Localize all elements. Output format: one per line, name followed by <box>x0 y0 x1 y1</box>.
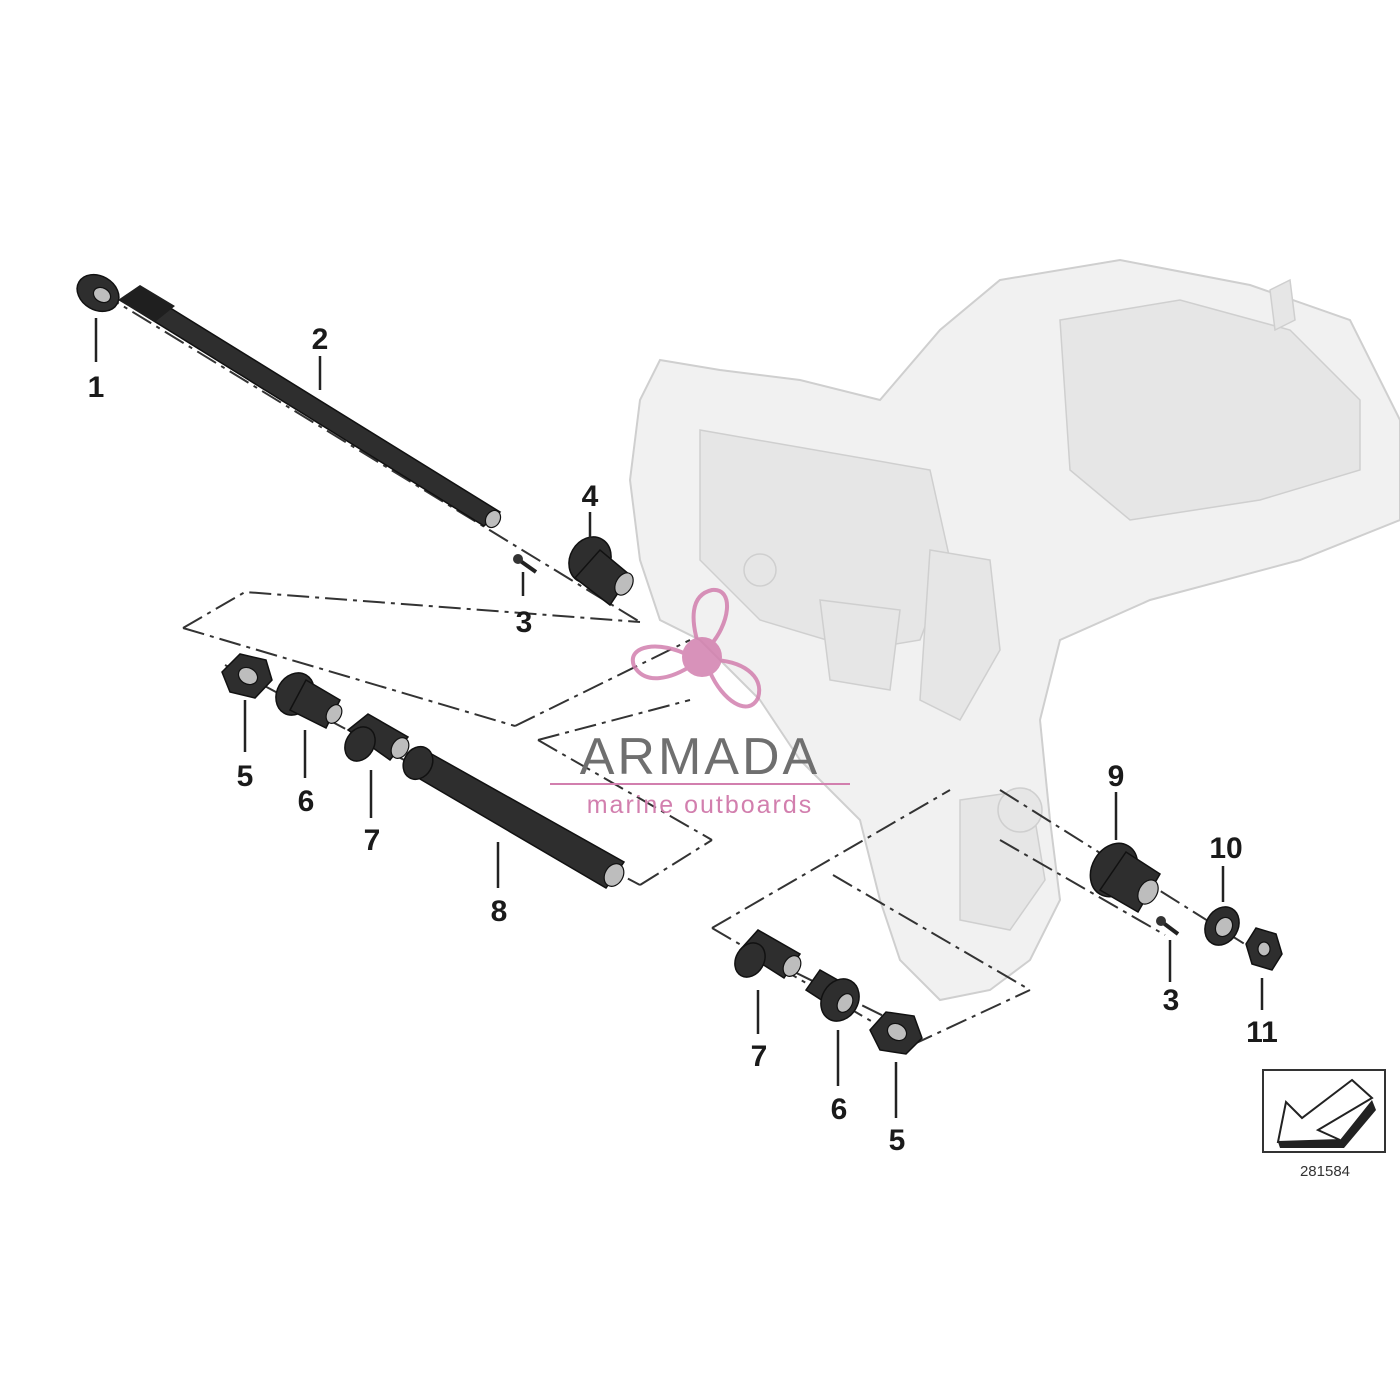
part-10-washer[interactable] <box>1198 901 1246 952</box>
part-4-flanged-bushing[interactable] <box>561 529 637 607</box>
part-6-flanged-sleeve-right[interactable] <box>804 969 867 1028</box>
part-2-axle-shaft[interactable] <box>118 285 504 530</box>
armada-watermark: ARMADA marine outboards <box>550 588 850 819</box>
watermark-title: ARMADA <box>580 728 820 786</box>
part-11-hex-nut[interactable] <box>1245 927 1283 971</box>
part-3-screw-lower[interactable] <box>1156 916 1180 936</box>
swingarm-frame-illustration <box>628 258 1400 1002</box>
part-6-flanged-sleeve-left[interactable] <box>268 666 345 730</box>
callout-3-lower: 3 <box>1163 984 1180 1017</box>
callout-7-left: 7 <box>364 824 381 857</box>
part-3-screw-upper[interactable] <box>513 554 538 574</box>
callout-4: 4 <box>582 480 599 513</box>
part-7-bushing-left[interactable] <box>339 713 413 767</box>
part-5-hex-washer-left[interactable] <box>221 653 273 699</box>
callout-2: 2 <box>312 323 329 356</box>
watermark-subtitle: marine outboards <box>587 791 814 819</box>
callout-11: 11 <box>1246 1016 1278 1049</box>
callout-10: 10 <box>1209 832 1242 865</box>
arrow-down-left-icon[interactable] <box>1262 1069 1386 1153</box>
callout-8: 8 <box>491 895 508 928</box>
callout-1: 1 <box>88 371 105 404</box>
callout-numbers: 1 2 3 4 5 6 7 8 9 10 3 11 7 6 5 <box>88 323 1278 1157</box>
callout-7-right: 7 <box>751 1040 768 1073</box>
callout-6-left: 6 <box>298 785 315 818</box>
part-9-flanged-bushing-right[interactable] <box>1081 835 1162 914</box>
drawing-number: 281584 <box>1300 1163 1350 1180</box>
propeller-icon <box>630 588 762 709</box>
callout-leaders <box>94 318 1264 1118</box>
part-5-hex-washer-right[interactable] <box>869 1011 923 1055</box>
callout-9: 9 <box>1108 760 1125 793</box>
callout-3-upper: 3 <box>516 606 533 639</box>
callout-5-right: 5 <box>889 1124 906 1157</box>
part-1-slotted-nut[interactable] <box>70 267 125 318</box>
callout-6-right: 6 <box>831 1093 848 1126</box>
callout-5-left: 5 <box>237 760 254 793</box>
part-8-sleeve-tube[interactable] <box>397 741 627 890</box>
part-7-bushing-right[interactable] <box>729 929 805 983</box>
